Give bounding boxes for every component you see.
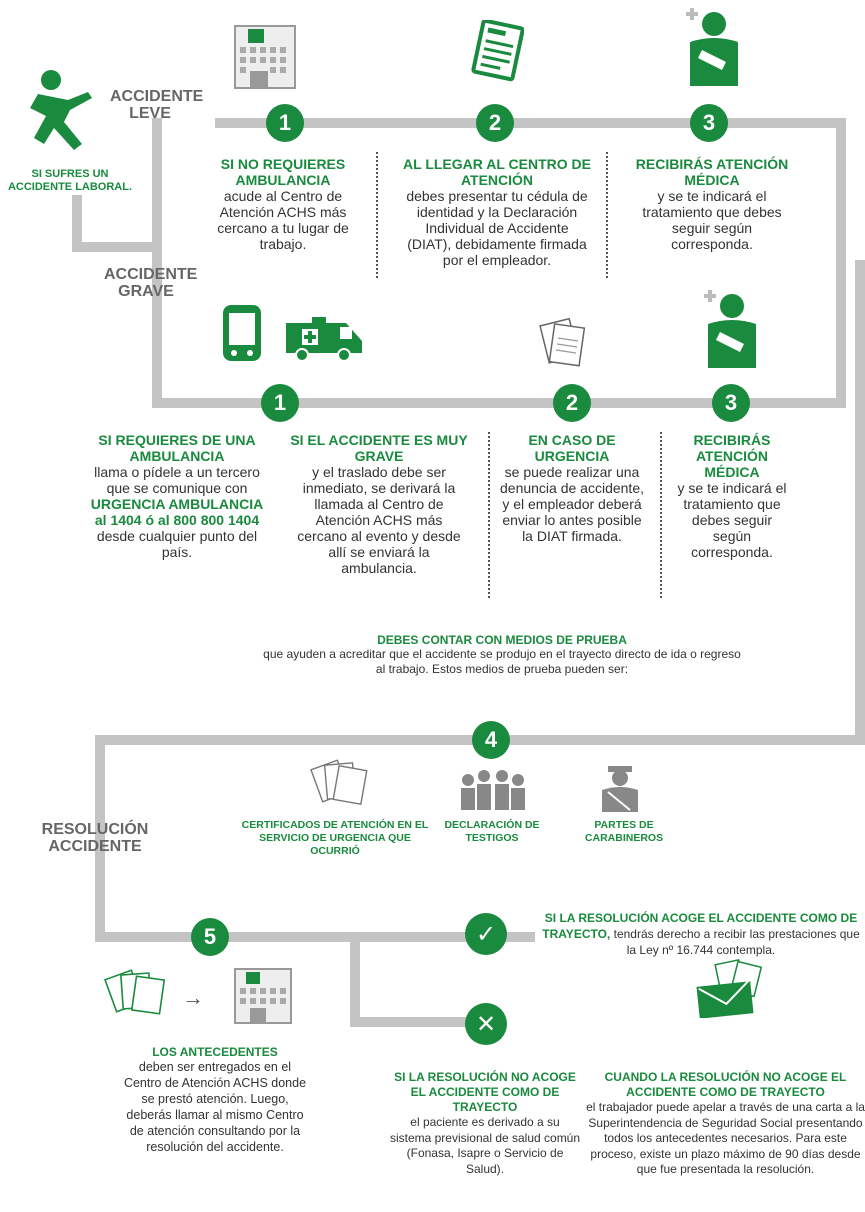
divider-grave-1 bbox=[488, 432, 490, 598]
step-circle-leve-3: 3 bbox=[690, 104, 728, 142]
grave-step-3-title: RECIBIRÁS ATENCIÓN MÉDICA bbox=[693, 432, 771, 480]
phone-icon bbox=[223, 305, 261, 361]
leve-step-2-title: AL LLEGAR AL CENTRO DE ATENCIÓN bbox=[403, 156, 591, 188]
step-circle-grave-2: 2 bbox=[553, 384, 591, 422]
witnesses-icon bbox=[461, 770, 525, 810]
building-icon bbox=[234, 968, 292, 1024]
branch-label-leve: ACCIDENTE LEVE bbox=[110, 88, 204, 122]
proof-label-2: DECLARACIÓN DE TESTIGOS bbox=[444, 819, 540, 844]
diat-form-icon bbox=[471, 20, 524, 82]
documents-icon bbox=[539, 318, 586, 367]
road-resolution bbox=[95, 932, 535, 942]
road-branch-reject bbox=[350, 1017, 470, 1027]
leve-step-2: AL LLEGAR AL CENTRO DE ATENCIÓN debes pr… bbox=[402, 156, 592, 268]
accept-block: SI LA RESOLUCIÓN ACOGE EL ACCIDENTE COMO… bbox=[540, 910, 862, 958]
reject-text: el paciente es derivado a su sistema pre… bbox=[389, 1115, 581, 1176]
proof-label-1: CERTIFICADOS DE ATENCIÓN EN EL SERVICIO … bbox=[241, 819, 429, 857]
divider-grave-2 bbox=[660, 432, 662, 598]
accept-text: tendrás derecho a recibir las prestacion… bbox=[613, 927, 860, 957]
branch-label-grave: ACCIDENTE GRAVE bbox=[104, 266, 198, 300]
road-grave bbox=[152, 398, 846, 408]
injured-person-icon bbox=[704, 290, 756, 368]
leve-step-3-title: RECIBIRÁS ATENCIÓN MÉDICA bbox=[635, 156, 789, 188]
reject-x-icon: ✕ bbox=[465, 1003, 507, 1045]
antecedentes-text: deben ser entregados en el Centro de Ate… bbox=[123, 1060, 307, 1154]
building-icon bbox=[234, 25, 296, 89]
injured-person-icon bbox=[686, 8, 738, 86]
accept-title: SI LA RESOLUCIÓN ACOGE EL ACCIDENTE COMO… bbox=[542, 911, 858, 941]
grave-step-1a-text-2: desde cualquier punto del país. bbox=[96, 528, 258, 560]
road-intro-vertical bbox=[72, 195, 82, 250]
falling-person-icon bbox=[30, 70, 92, 150]
grave-step-2: EN CASO DE URGENCIA se puede realizar un… bbox=[500, 432, 644, 544]
intro-caption: SI SUFRES UN ACCIDENTE LABORAL. bbox=[7, 168, 133, 193]
appeal-text: el trabajador puede apelar a través de u… bbox=[586, 1100, 865, 1176]
step-circle-leve-1: 1 bbox=[266, 104, 304, 142]
police-icon bbox=[602, 766, 638, 812]
road-leve bbox=[215, 118, 845, 128]
leve-step-3-text: y se te indicará el tratamiento que debe… bbox=[642, 188, 782, 252]
grave-step-3-text: y se te indicará el tratamiento que debe… bbox=[677, 480, 787, 560]
arrow-icon: → bbox=[182, 985, 204, 1010]
road-left-vertical bbox=[95, 735, 105, 935]
leve-step-2-text: debes presentar tu cédula de identidad y… bbox=[406, 188, 588, 268]
grave-step-1a: SI REQUIERES DE UNA AMBULANCIA llama o p… bbox=[84, 432, 270, 560]
step-circle-leve-2: 2 bbox=[476, 104, 514, 142]
antecedentes-block: LOS ANTECEDENTES deben ser entregados en… bbox=[120, 1046, 310, 1155]
grave-step-1b-text: y el traslado debe ser inmediato, se der… bbox=[297, 464, 461, 576]
grave-step-3: RECIBIRÁS ATENCIÓN MÉDICA y se te indica… bbox=[672, 432, 792, 560]
proof-label-3: PARTES DE CARABINEROS bbox=[584, 819, 664, 844]
grave-step-1a-title: SI REQUIERES DE UNA AMBULANCIA bbox=[98, 432, 256, 464]
leve-step-1-title: SI NO REQUIERES AMBULANCIA bbox=[220, 156, 346, 188]
documents-stack-icon bbox=[104, 969, 166, 1015]
ambulance-icon bbox=[286, 317, 362, 361]
divider-leve-1 bbox=[376, 152, 378, 278]
step-circle-grave-1: 1 bbox=[261, 384, 299, 422]
road-right-edge bbox=[855, 260, 865, 745]
leve-step-1: SI NO REQUIERES AMBULANCIA acude al Cent… bbox=[208, 156, 358, 252]
reject-block: SI LA RESOLUCIÓN NO ACOGE EL ACCIDENTE C… bbox=[388, 1070, 582, 1177]
envelope-letters-icon bbox=[696, 958, 763, 1018]
appeal-title: CUANDO LA RESOLUCIÓN NO ACOGE EL ACCIDEN… bbox=[604, 1070, 847, 1099]
trayecto-block: DEBES CONTAR CON MEDIOS DE PRUEBA que ay… bbox=[262, 634, 742, 677]
step-circle-4: 4 bbox=[472, 721, 510, 759]
grave-step-1a-text-1: llama o pídele a un tercero que se comun… bbox=[94, 464, 260, 496]
grave-step-1b-title: SI EL ACCIDENTE ES MUY GRAVE bbox=[290, 432, 468, 464]
trayecto-text: que ayuden a acreditar que el accidente … bbox=[263, 647, 741, 676]
certificates-icon bbox=[310, 759, 368, 805]
reject-title: SI LA RESOLUCIÓN NO ACOGE EL ACCIDENTE C… bbox=[394, 1070, 576, 1114]
grave-step-2-text: se puede realizar una denuncia de accide… bbox=[500, 464, 644, 544]
accept-check-icon: ✓ bbox=[465, 913, 507, 955]
divider-leve-2 bbox=[606, 152, 608, 278]
road-top-left-vertical bbox=[152, 118, 162, 408]
antecedentes-title: LOS ANTECEDENTES bbox=[152, 1045, 278, 1059]
step-circle-grave-3: 3 bbox=[712, 384, 750, 422]
trayecto-title: DEBES CONTAR CON MEDIOS DE PRUEBA bbox=[377, 633, 627, 647]
road-intro-horizontal bbox=[72, 242, 162, 252]
road-right-vertical-1 bbox=[836, 118, 846, 408]
leve-step-1-text: acude al Centro de Atención ACHS más cer… bbox=[217, 188, 349, 252]
appeal-block: CUANDO LA RESOLUCIÓN NO ACOGE EL ACCIDEN… bbox=[586, 1070, 865, 1178]
branch-label-resolucion: RESOLUCIÓN ACCIDENTE bbox=[41, 821, 149, 855]
step-circle-5: 5 bbox=[191, 918, 229, 956]
leve-step-3: RECIBIRÁS ATENCIÓN MÉDICA y se te indica… bbox=[630, 156, 794, 252]
grave-step-1b: SI EL ACCIDENTE ES MUY GRAVE y el trasla… bbox=[290, 432, 468, 576]
grave-step-2-title: EN CASO DE URGENCIA bbox=[528, 432, 616, 464]
road-branch-down bbox=[350, 932, 360, 1022]
grave-step-1a-highlight: URGENCIA AMBULANCIA al 1404 ó al 800 800… bbox=[90, 496, 264, 528]
